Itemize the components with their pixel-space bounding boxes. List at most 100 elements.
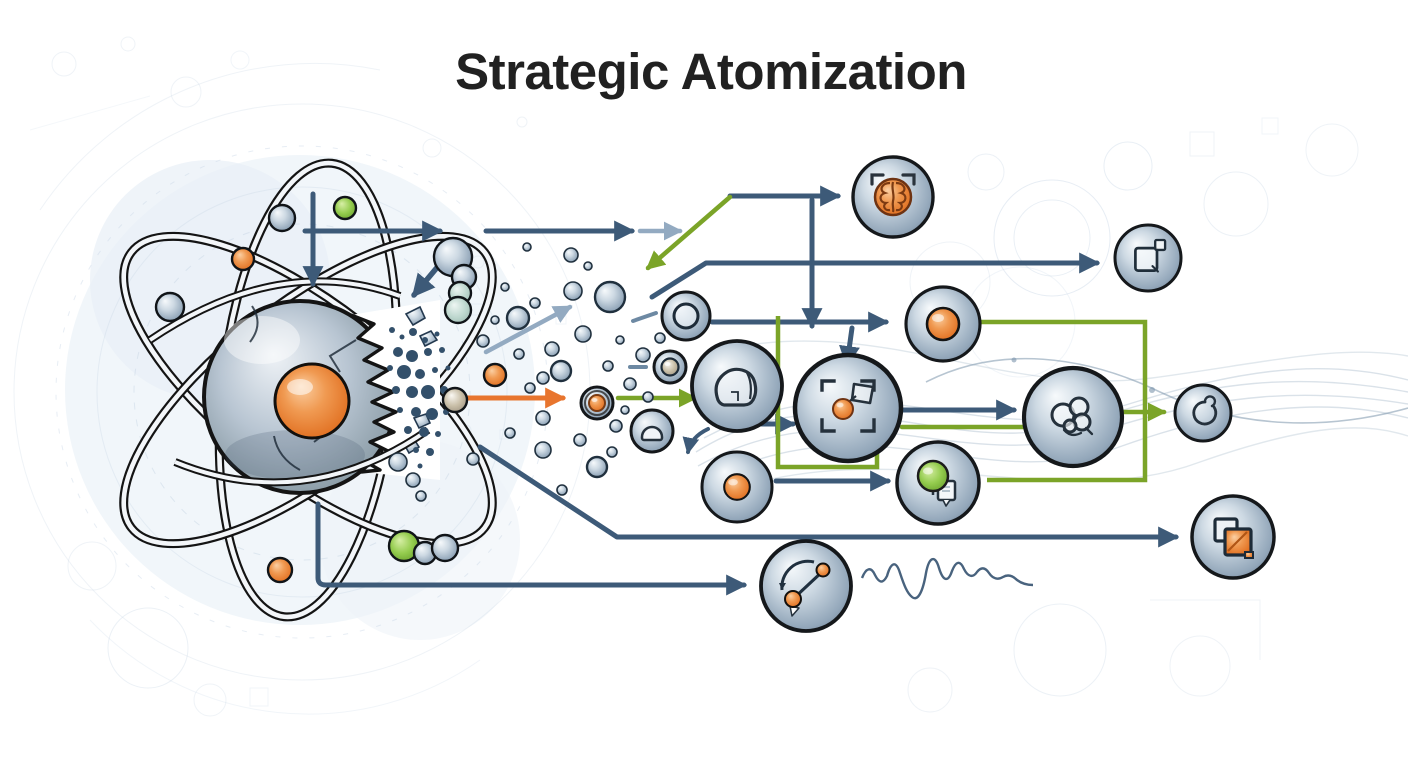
dash-3 <box>631 311 658 323</box>
debris-dot <box>422 337 428 343</box>
particle-sphere <box>556 484 568 496</box>
cracked-nucleus-sphere <box>202 299 440 495</box>
particle-sphere <box>500 282 510 292</box>
pendulum-node <box>759 539 853 633</box>
export-doc-node <box>1113 223 1183 293</box>
signal-squiggle-wave <box>860 558 1034 600</box>
orange-electron <box>266 556 294 584</box>
debris-dot <box>393 347 403 357</box>
particle-sphere <box>549 359 573 383</box>
particle-sphere <box>573 433 587 447</box>
particle-sphere <box>536 371 550 385</box>
debris-dot <box>439 347 445 353</box>
green-electron <box>332 195 358 221</box>
particle-sphere <box>642 391 654 403</box>
debris-dot <box>392 386 400 394</box>
debris-dot <box>424 348 432 356</box>
particle-sphere <box>583 261 593 271</box>
particle-sphere <box>466 452 480 466</box>
debris-dot <box>397 407 403 413</box>
process-nodes <box>579 155 1276 633</box>
particle-sphere <box>620 405 630 415</box>
debris-dot <box>445 365 451 371</box>
particle-sphere <box>593 280 627 314</box>
tan-electron <box>441 386 469 414</box>
particle-sphere <box>654 332 666 344</box>
particle-sphere <box>522 242 532 252</box>
brain-node <box>851 155 935 239</box>
particle-sphere <box>602 360 614 372</box>
light-arrow-diagonal <box>483 304 573 355</box>
debris-dot <box>406 386 418 398</box>
debris-dot <box>411 407 421 417</box>
debris-dot <box>399 334 405 340</box>
particle-sphere <box>606 446 618 458</box>
inner-ring-icon <box>672 302 700 330</box>
particle-sphere <box>529 297 541 309</box>
orange-electron <box>482 362 508 388</box>
debris-dot <box>397 365 411 379</box>
particle-sphere <box>563 247 579 263</box>
ring-node <box>660 290 712 342</box>
nucleus-crack-lines <box>249 305 357 471</box>
debris-dot <box>389 327 395 333</box>
particle-sphere <box>513 348 525 360</box>
debris-dot <box>406 350 418 362</box>
particle-sphere <box>615 335 625 345</box>
orange-electron <box>230 246 256 272</box>
arrow-to-export-doc-node <box>649 252 1101 300</box>
green-arrow-diagonal <box>645 194 733 271</box>
orange-ball-icon <box>723 473 751 501</box>
particle-sphere <box>623 377 637 391</box>
molecule-node <box>1021 365 1125 469</box>
particle-sphere <box>405 472 421 488</box>
spiral-node <box>1173 383 1233 443</box>
debris-dot <box>387 365 393 371</box>
particle-sphere <box>534 441 552 459</box>
particle-sphere <box>585 455 609 479</box>
debris-dot <box>409 328 417 336</box>
dome-node <box>629 408 675 454</box>
debris-dot <box>426 448 434 456</box>
debris-dot <box>432 367 438 373</box>
particle-sphere <box>563 281 583 301</box>
debris-dot <box>421 385 435 399</box>
particle-spray <box>388 242 666 502</box>
blob-node <box>690 339 784 433</box>
debris-dot <box>434 331 440 337</box>
debris-dot <box>419 427 429 437</box>
debris-dot <box>413 447 419 453</box>
particle-sphere <box>415 490 427 502</box>
core-node <box>579 385 615 421</box>
particle-sphere <box>574 325 592 343</box>
small-orange-node <box>700 450 774 524</box>
blob-shape-icon <box>714 367 758 407</box>
copy-node <box>1190 494 1276 580</box>
arrow-curved-small <box>682 427 710 455</box>
gray-electron <box>267 203 297 233</box>
nucleus-core <box>273 362 351 440</box>
metal-bead-icon <box>660 357 680 377</box>
debris-dot <box>404 426 412 434</box>
particle-sphere <box>609 419 623 433</box>
page-title: Strategic Atomization <box>455 43 967 100</box>
orange-core-node <box>904 285 982 363</box>
orbit-electrons <box>154 195 508 584</box>
particle-sphere <box>504 427 516 439</box>
particle-sphere <box>388 452 408 472</box>
bead-node <box>652 349 688 385</box>
particle-sphere <box>535 410 551 426</box>
particle-sphere <box>490 315 500 325</box>
particle-sphere <box>505 305 531 331</box>
arrow-elbow-to-pendulum-node <box>315 501 748 596</box>
debris-dot <box>435 431 441 437</box>
teal-electron <box>443 295 473 325</box>
crack-debris-dots <box>387 327 451 469</box>
dome-icon <box>640 425 664 442</box>
debris-dot <box>417 463 423 469</box>
debris-dot <box>426 408 438 420</box>
frame-node <box>792 352 904 464</box>
orange-core-ring-icon <box>584 390 610 416</box>
